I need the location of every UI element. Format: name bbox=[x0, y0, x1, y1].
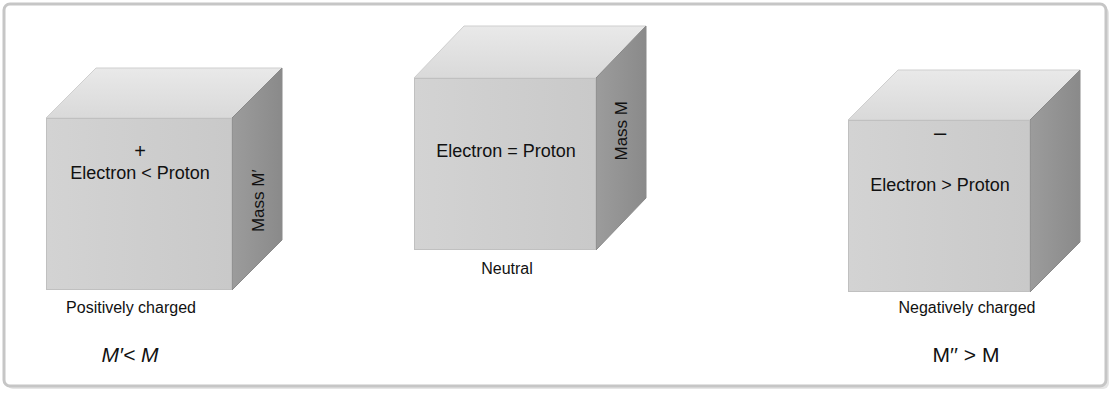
mass-comparison: M′′ > M bbox=[933, 343, 1000, 367]
cube-text: – bbox=[934, 120, 946, 145]
cube-front-face: –Electron > ProtonNegatively charged bbox=[848, 120, 1030, 292]
state-caption: Positively charged bbox=[66, 299, 196, 317]
cube-text: Electron < Proton bbox=[70, 163, 210, 184]
cube-side bbox=[232, 68, 282, 290]
cube-side bbox=[596, 26, 646, 250]
cube-front-face: +Electron < ProtonMass M′Positively char… bbox=[46, 118, 232, 290]
cube-text: Electron > Proton bbox=[870, 175, 1010, 196]
cube-text: Electron = Proton bbox=[436, 141, 576, 162]
cube-text: + bbox=[134, 140, 146, 163]
frame bbox=[4, 4, 1106, 386]
mass-label: Mass M bbox=[612, 101, 632, 161]
cube-side bbox=[1030, 70, 1080, 292]
mass-label: Mass M′ bbox=[248, 170, 268, 233]
cube-front-face: Electron = ProtonMass MNeutral bbox=[414, 78, 596, 250]
state-caption: Negatively charged bbox=[899, 299, 1036, 317]
state-caption: Neutral bbox=[481, 260, 533, 278]
mass-comparison: M′< M bbox=[101, 343, 158, 367]
